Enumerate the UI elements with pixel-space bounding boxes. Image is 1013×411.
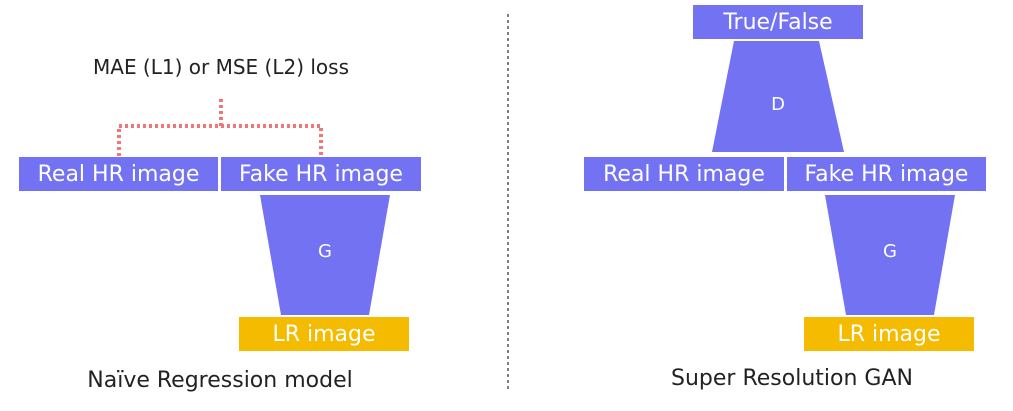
discriminator	[712, 41, 844, 152]
loss-label: MAE (L1) or MSE (L2) loss	[93, 55, 349, 79]
discriminator-label: D	[771, 94, 785, 115]
real-hr-image-right: Real HR image	[584, 157, 784, 191]
caption-right: Super Resolution GAN	[671, 366, 913, 391]
generator-label-right: G	[883, 241, 897, 262]
fake-hr-image-left: Fake HR image	[221, 157, 421, 191]
generator-right	[825, 195, 955, 315]
real-hr-image-left: Real HR image	[19, 157, 218, 191]
generator-label-left: G	[318, 241, 332, 262]
lr-image-left: LR image	[239, 317, 409, 351]
generator-left	[260, 195, 390, 315]
fake-hr-image-right: Fake HR image	[787, 157, 986, 191]
true-false-output: True/False	[693, 5, 863, 39]
loss-bracket	[117, 97, 323, 156]
lr-image-right: LR image	[804, 317, 974, 351]
caption-left: Naïve Regression model	[87, 368, 353, 393]
